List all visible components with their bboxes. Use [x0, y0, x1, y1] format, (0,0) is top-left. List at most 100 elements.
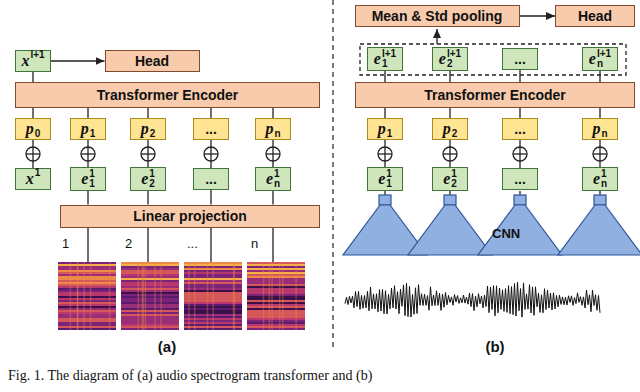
token-box: e12: [432, 167, 468, 191]
subscript: 1: [382, 59, 396, 69]
spectrogram-patch: [121, 292, 179, 294]
spectrogram-patch: [145, 262, 147, 330]
spectrogram-patch: [121, 302, 179, 304]
connector: [519, 140, 520, 168]
connector: [384, 140, 385, 167]
position-box: p1: [70, 118, 106, 140]
box-label: Head: [135, 53, 169, 69]
spectrogram-patch: [58, 304, 116, 306]
spectrogram-patch: [121, 328, 179, 330]
token-box: e1n: [255, 167, 291, 191]
superscript: 1: [451, 169, 457, 179]
token-box: ...: [193, 168, 229, 190]
spectrogram-patch: [58, 292, 116, 294]
spectrogram-patch: [58, 310, 116, 312]
figure-caption: Fig. 1. The diagram of (a) audio spectro…: [8, 368, 372, 384]
cnn-symbol: [478, 205, 562, 255]
token-box: x1: [15, 168, 51, 190]
spectrogram-patch: [121, 324, 179, 326]
cnn-symbol: [379, 195, 391, 205]
spectrogram-patch: [121, 322, 179, 324]
spectrogram-patch: [58, 270, 116, 272]
spectrogram-patch: [58, 308, 116, 310]
subscript: n: [274, 179, 280, 189]
head-box: Head: [105, 50, 200, 72]
cnn-link: [599, 191, 600, 195]
spectrogram-patch: [263, 262, 265, 330]
cnn-symbol: [343, 191, 640, 255]
box-label: Transformer Encoder: [97, 87, 239, 103]
superscript: 1: [35, 168, 41, 178]
spectrogram-patch: [58, 276, 116, 278]
add-symbol: [378, 147, 392, 161]
subscript: 2: [447, 59, 461, 69]
spectrogram-patch: [282, 262, 284, 330]
connector: [87, 140, 88, 167]
panel-label: (a): [158, 338, 176, 355]
subscript: 2: [452, 129, 458, 139]
spectrogram-patch: [58, 266, 116, 268]
connector: [449, 71, 450, 82]
math-symbol: p: [81, 120, 89, 138]
spectrogram-patch: [58, 296, 116, 298]
math-symbol: e: [378, 170, 385, 188]
add-symbol: [81, 147, 95, 161]
panel-label: (b): [485, 338, 504, 355]
add-symbol: [210, 147, 211, 161]
spectrogram-patch: [90, 262, 92, 330]
spectrogram-patch: [58, 284, 116, 286]
spectrogram-patch: [58, 294, 116, 296]
cnn-symbol: [514, 195, 526, 205]
patch-line: [88, 228, 273, 263]
spectrogram-patch: [143, 262, 145, 330]
spectrogram-patch: [121, 316, 179, 318]
spectrogram-patch: [121, 296, 179, 298]
connector: [210, 140, 211, 168]
patch-line: [210, 228, 211, 263]
connector: [449, 140, 450, 167]
spectrogram-patch: [58, 328, 116, 330]
connector: [32, 140, 33, 168]
token-box: e12: [130, 167, 166, 191]
position-box: p2: [432, 118, 468, 140]
spectrogram-patch: [121, 266, 179, 268]
patch-index: n: [251, 236, 258, 251]
script-stack: 1n: [601, 169, 607, 189]
box-label: Head: [578, 8, 612, 24]
patch-line: [147, 228, 148, 263]
patch-index: ...: [187, 236, 198, 251]
spectrogram-patch: [234, 262, 236, 330]
math-symbol: p: [443, 120, 451, 138]
spectrogram-patch: [58, 326, 116, 328]
patch-line: [272, 228, 273, 263]
spectrogram-patch: [121, 314, 179, 316]
connector: [599, 140, 600, 167]
spectrogram-patch: [121, 318, 179, 320]
subscript: n: [597, 59, 611, 69]
head-box: Head: [555, 5, 635, 27]
cnn-link: [384, 191, 385, 195]
add-symbol: [141, 147, 155, 161]
superscript: 1: [274, 169, 280, 179]
spectrogram-patch: [58, 280, 116, 282]
spectrogram-patch: [121, 300, 179, 302]
position-box: p1: [367, 118, 403, 140]
spectrogram-patch: [121, 320, 179, 322]
connector: [599, 108, 600, 118]
pooling-box: Mean & Std pooling: [355, 5, 520, 27]
spectrogram-patch: [109, 262, 111, 330]
connector: [384, 108, 385, 118]
connector: [272, 140, 273, 167]
spectrogram-patch: [83, 262, 85, 330]
connector: [272, 191, 273, 205]
connector: [147, 108, 148, 118]
cnn-label: CNN: [492, 226, 520, 241]
connector: [51, 60, 105, 61]
token-box: el+12: [432, 47, 468, 71]
spectrogram-patch: [121, 304, 179, 306]
projection-band: Linear projection: [60, 205, 320, 228]
patch-index: 2: [125, 236, 132, 251]
subscript: n: [274, 129, 280, 139]
add-symbol: [147, 147, 148, 161]
